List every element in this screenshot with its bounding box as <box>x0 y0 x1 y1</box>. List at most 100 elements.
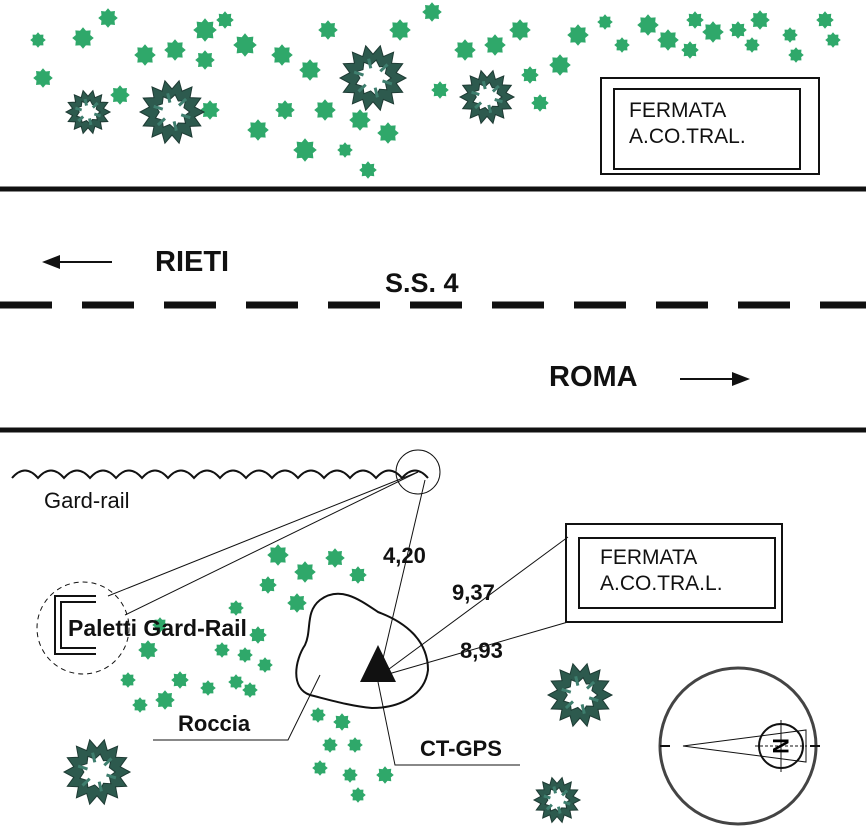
bush-small <box>275 100 295 120</box>
bush-small <box>377 122 399 144</box>
road-name: S.S. 4 <box>385 268 459 298</box>
bush-small <box>342 767 358 783</box>
distance-bottom-stop: 8,93 <box>460 638 503 663</box>
bush-small <box>242 682 258 698</box>
bus-stop-sign-south: FERMATA A.CO.TRA.L. <box>565 523 783 623</box>
tree-large <box>458 69 516 125</box>
bush-small <box>271 44 293 66</box>
bus-stop-sign-north: FERMATA A.CO.TRAL. <box>600 77 820 175</box>
bush-small <box>293 138 317 162</box>
gps-marker-icon <box>360 645 396 682</box>
bush-small <box>782 27 798 43</box>
bush-small <box>72 27 94 49</box>
bush-small <box>98 8 118 28</box>
tree-large <box>64 89 112 135</box>
leader-guard-rail <box>377 479 426 681</box>
guard-posts-bracket <box>54 595 96 655</box>
bush-small <box>702 21 724 43</box>
tree-large <box>532 776 582 824</box>
bush-small <box>171 671 189 689</box>
bush-small <box>350 787 366 803</box>
bush-small <box>30 32 46 48</box>
bush-small <box>164 39 186 61</box>
bush-small <box>228 600 244 616</box>
bush-small <box>422 2 442 22</box>
leader-posts-1 <box>107 471 419 597</box>
bush-small <box>509 19 531 41</box>
bush-small <box>825 32 841 48</box>
bush-small <box>299 59 321 81</box>
bush-small <box>567 24 589 46</box>
bush-small <box>312 760 328 776</box>
bush-small <box>195 50 215 70</box>
compass-north-label: N <box>768 738 793 754</box>
bush-small <box>681 41 699 59</box>
bush-small <box>200 680 216 696</box>
bush-small <box>216 11 234 29</box>
bush-small <box>314 99 336 121</box>
bush-small <box>484 34 506 56</box>
leader-top-stop <box>384 536 569 673</box>
bush-small <box>431 81 449 99</box>
bush-small <box>337 142 353 158</box>
vegetation <box>30 2 841 824</box>
bush-small <box>816 11 834 29</box>
bush-small <box>349 566 367 584</box>
bush-small <box>318 20 338 40</box>
bush-small <box>310 707 326 723</box>
distance-guard-rail: 4,20 <box>383 543 426 568</box>
arrow-east-icon <box>680 372 750 386</box>
bush-small <box>521 66 539 84</box>
guard-posts-detail-circle <box>36 581 130 675</box>
bush-small <box>614 37 630 53</box>
bush-small <box>729 21 747 39</box>
leader-rock <box>153 674 321 741</box>
bush-small <box>120 672 136 688</box>
distance-top-stop: 9,37 <box>452 580 495 605</box>
direction-roma: ROMA <box>549 361 638 393</box>
guard-posts-label: Paletti Gard-Rail <box>68 615 247 641</box>
bush-small <box>33 68 53 88</box>
stop-north-line1: FERMATA <box>629 99 727 122</box>
tree-large <box>62 738 132 806</box>
bush-small <box>788 47 804 63</box>
bush-small <box>637 14 659 36</box>
tree-large <box>138 79 206 145</box>
bush-small <box>359 161 377 179</box>
bush-small <box>657 29 679 51</box>
bush-small <box>287 593 307 613</box>
rock-outline <box>295 592 430 710</box>
bush-small <box>333 713 351 731</box>
bush-small <box>686 11 704 29</box>
bush-small <box>233 33 257 57</box>
stop-south-line2: A.CO.TRA.L. <box>600 572 723 595</box>
leader-bottom-stop <box>384 621 569 676</box>
tree-large <box>338 44 408 112</box>
bush-small <box>349 109 371 131</box>
leader-posts-2 <box>124 471 419 616</box>
bush-small <box>744 37 760 53</box>
bush-small <box>322 737 338 753</box>
direction-rieti: RIETI <box>155 246 230 278</box>
bush-small <box>389 19 411 41</box>
bush-small <box>152 617 168 633</box>
bush-small <box>597 14 613 30</box>
bush-small <box>454 39 476 61</box>
gps-marker-label: CT-GPS <box>420 736 502 761</box>
arrow-west-icon <box>42 255 112 269</box>
stop-south-line1: FERMATA <box>600 546 698 569</box>
bush-small <box>237 647 253 663</box>
bush-small <box>155 690 175 710</box>
bush-small <box>247 119 269 141</box>
bush-small <box>325 548 345 568</box>
bush-small <box>531 94 549 112</box>
bush-small <box>294 561 316 583</box>
bush-small <box>259 576 277 594</box>
bush-small <box>376 766 394 784</box>
bush-small <box>750 10 770 30</box>
guard-rail-label: Gard-rail <box>44 488 130 513</box>
bush-small <box>549 54 571 76</box>
bush-small <box>228 674 244 690</box>
bush-small <box>267 544 289 566</box>
